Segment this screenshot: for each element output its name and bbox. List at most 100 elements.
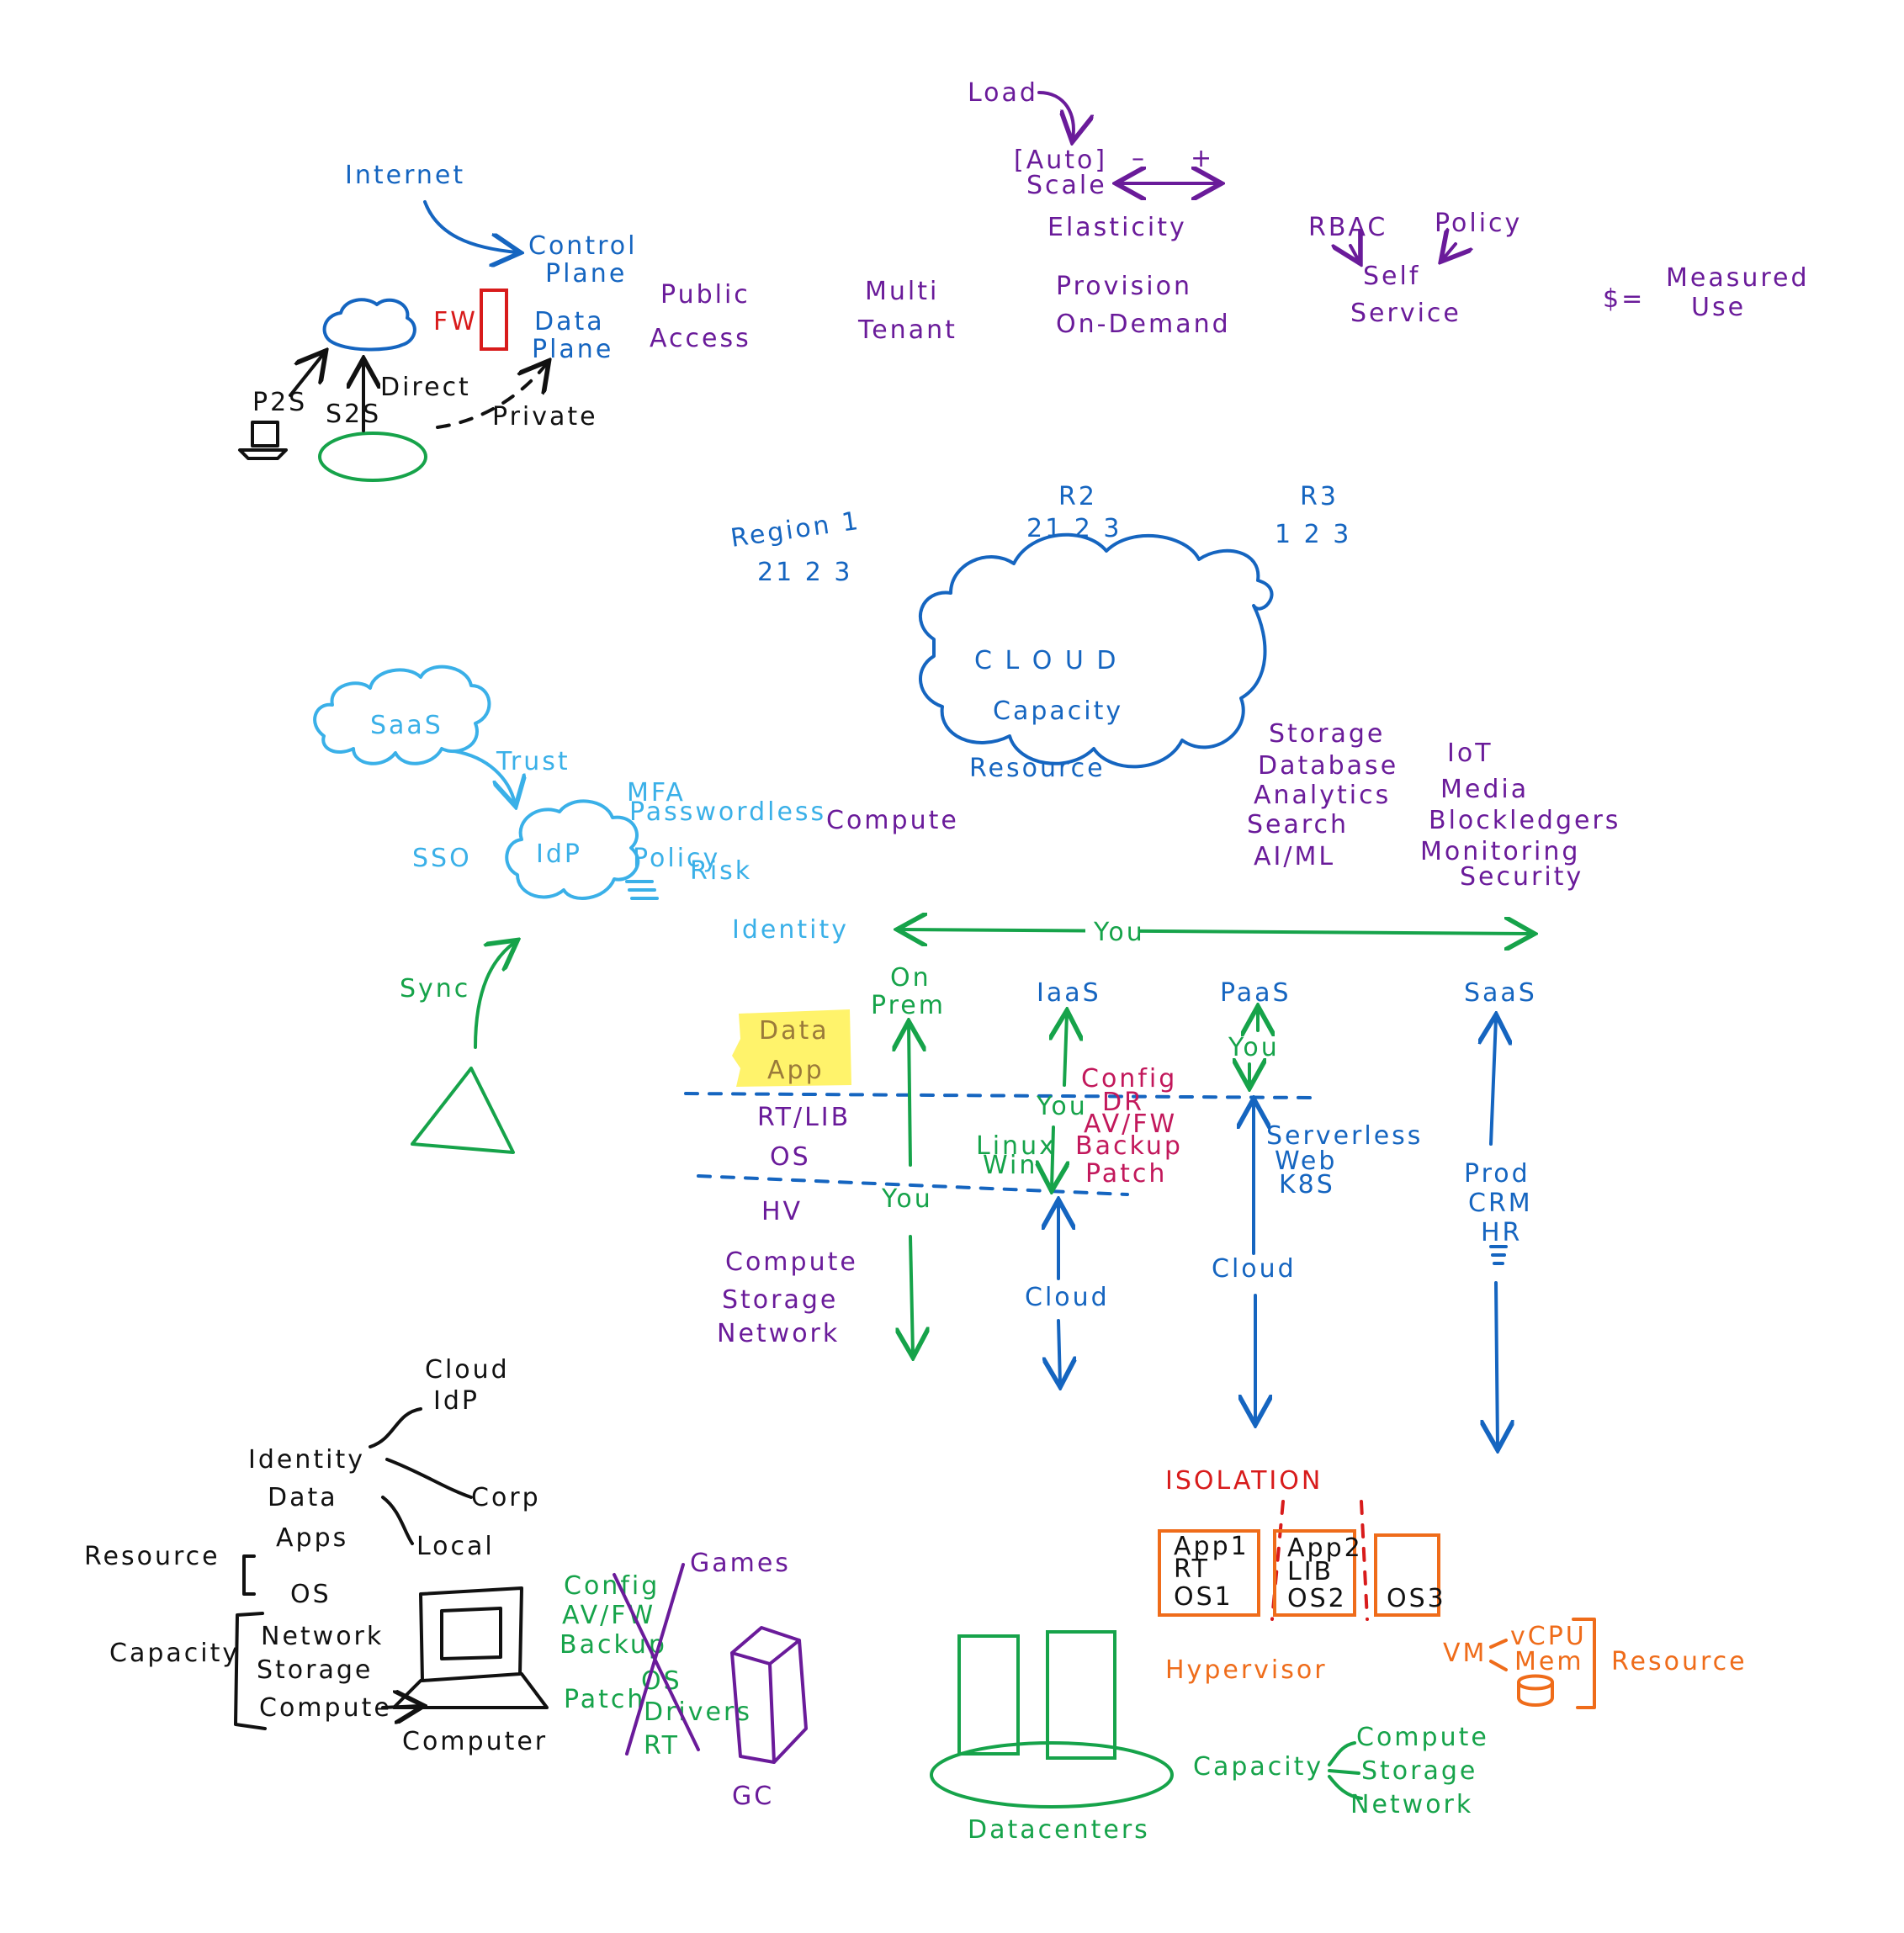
p2s-label: P2S [252, 388, 307, 417]
you-iaas-label: You [1036, 1092, 1088, 1121]
data-plane-line2: Plane [532, 335, 613, 364]
linux-label: Linux [976, 1131, 1057, 1161]
control-plane-line2: Plane [545, 259, 627, 289]
region1-label: Region 1 [729, 506, 862, 553]
resource-bracket [242, 1554, 256, 1596]
autoscale-line2: Scale [1026, 171, 1107, 200]
mem-label: Mem [1514, 1647, 1584, 1676]
mfa-label: MFA [627, 778, 686, 808]
service-blockledgers: Blockledgers [1429, 806, 1620, 835]
trust-label: Trust [496, 747, 570, 776]
backup-item: Backup [560, 1630, 667, 1660]
idp-label: IdP [536, 839, 582, 869]
service-search: Search [1247, 810, 1349, 839]
service-aiml: AI/ML [1254, 842, 1335, 871]
self-service-line2: Service [1350, 299, 1461, 328]
data-black-label: Data [268, 1483, 338, 1512]
regions-section: Region 1 21 2 3 R2 21 2 3 R3 1 2 3 [729, 482, 1351, 587]
saas-cloud-icon [313, 665, 491, 765]
isolation-label: ISOLATION [1165, 1466, 1323, 1496]
vm1-box [1158, 1529, 1260, 1617]
saas-more-lines [1489, 1245, 1508, 1265]
onprem-you-up-arrow [909, 1025, 910, 1167]
task-patch: Patch [1085, 1159, 1167, 1189]
policy-label-id: Policy [633, 844, 720, 873]
vm2-box [1273, 1529, 1356, 1617]
capacity-bracket [234, 1612, 267, 1730]
cloud-idp-line2: IdP [433, 1386, 480, 1416]
provision-line1: Provision [1056, 272, 1192, 301]
direct-label: Direct [380, 373, 471, 402]
task-dr: DR [1102, 1088, 1144, 1117]
disk-icon [1517, 1674, 1554, 1707]
capacity-branches [1328, 1741, 1363, 1800]
stack-compute: Compute [259, 1693, 392, 1723]
sync-label: Sync [400, 974, 470, 1004]
infra-storage: Storage [722, 1285, 838, 1315]
game-console-icon [730, 1626, 808, 1764]
r3-zones: 1 2 3 [1275, 520, 1351, 549]
on-prem-line2: Prem [871, 991, 946, 1020]
rbac-label: RBAC [1308, 213, 1387, 242]
config-item: Config [564, 1571, 660, 1601]
cloud-section: C L O U D Capacity Resource Compute Stor… [826, 532, 1620, 892]
hv-label: HV [761, 1197, 803, 1226]
vm2-os: OS2 [1287, 1584, 1347, 1613]
iaas-you-down-arrow [1052, 1125, 1053, 1188]
sync-arrow [474, 942, 515, 1049]
risk-label: Risk [690, 856, 752, 886]
datacenters-label: Datacenters [968, 1815, 1150, 1845]
firewall-label: FW [433, 307, 478, 336]
network-section: Internet Control Plane FW Data Plane P2S… [238, 161, 634, 482]
data-app-highlight [732, 1009, 851, 1087]
rt-label: RT [644, 1731, 680, 1761]
vm3-os: OS3 [1387, 1584, 1446, 1613]
autoscale-line1: [Auto] [1014, 146, 1107, 175]
p2s-arrow [289, 353, 324, 397]
vm2-lib: LIB [1287, 1557, 1334, 1586]
on-prem-network-icon [318, 432, 427, 482]
compute-label: Compute [826, 806, 959, 835]
policy-label: Policy [1435, 209, 1522, 238]
datacenter-ground-icon [930, 1741, 1174, 1809]
you-responsibility-arrow [900, 929, 1531, 934]
cloud-line2: Capacity [993, 696, 1123, 726]
win-label: Win [983, 1151, 1037, 1180]
server-rack-1-icon [957, 1634, 1020, 1756]
isolation-divider-2 [1360, 1500, 1369, 1621]
models-section: Identity You On Prem IaaS PaaS SaaS Data… [684, 915, 1537, 1447]
ad-triangle-icon [411, 1067, 515, 1154]
cloud-line3: Resource [969, 754, 1106, 783]
vm1-app: App1 [1174, 1532, 1249, 1561]
datacenter-section: ISOLATION App1 RT OS1 App2 LIB OS2 OS3 H… [930, 1466, 1745, 1845]
internet-label: Internet [345, 161, 465, 190]
load-arrow [1037, 91, 1074, 139]
elasticity-label: Elasticity [1047, 213, 1187, 242]
cloud-iaas-label: Cloud [1025, 1283, 1110, 1312]
passwordless-label: Passwordless [629, 797, 826, 827]
corp-label: Corp [471, 1483, 541, 1512]
multi-line1: Multi [865, 277, 939, 306]
cloud-idp-line1: Cloud [425, 1355, 510, 1385]
data-label: Data [759, 1016, 830, 1046]
task-backup: Backup [1075, 1131, 1183, 1161]
iaas-cloud-down-arrow [1058, 1319, 1060, 1384]
identity-branch-corp [385, 1458, 473, 1499]
identity-branch-local [381, 1496, 414, 1545]
local-label: Local [416, 1532, 495, 1561]
computer-section: Cloud IdP Identity Corp Local Data Apps … [84, 1355, 808, 1811]
you-onprem-label: You [881, 1184, 933, 1214]
drivers-label: Drivers [644, 1697, 752, 1727]
self-service-line1: Self [1363, 262, 1420, 291]
identity-label: Identity [732, 915, 849, 945]
paas-serverless: Serverless [1266, 1121, 1423, 1151]
capacity-green-label: Capacity [1193, 1752, 1323, 1782]
measured-line1: Measured [1666, 263, 1810, 293]
vm1-os: OS1 [1174, 1582, 1233, 1612]
infra-compute: Compute [725, 1247, 858, 1277]
cross-line-1 [613, 1573, 700, 1751]
patch-item: Patch [564, 1685, 645, 1714]
multi-line2: Tenant [857, 315, 957, 345]
measured-line2: Use [1691, 293, 1746, 322]
laptop-icon [238, 421, 288, 460]
